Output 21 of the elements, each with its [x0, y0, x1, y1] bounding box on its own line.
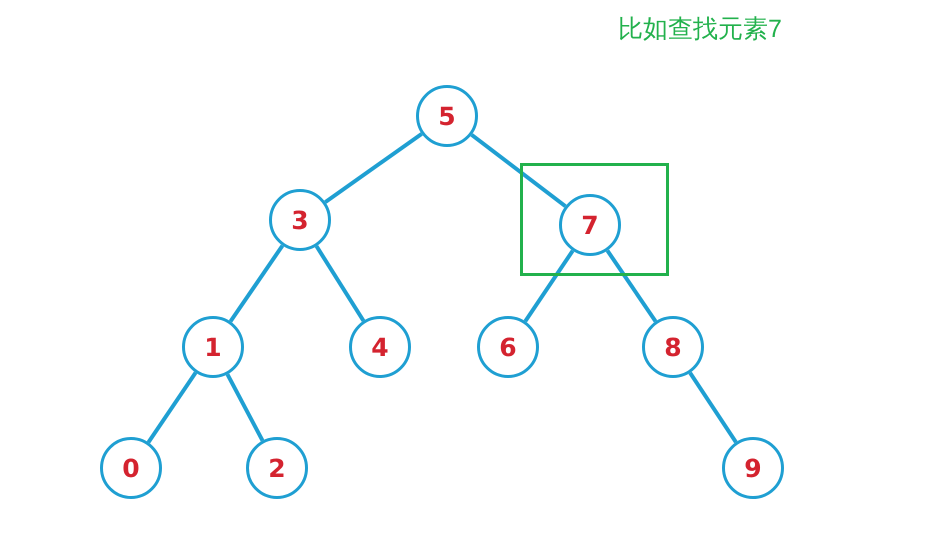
- connector-line: [324, 132, 423, 204]
- node-value: 4: [371, 334, 389, 360]
- connector-line: [524, 250, 574, 322]
- node-value: 2: [268, 456, 286, 480]
- title: 比如查找元素7: [618, 14, 782, 44]
- node-value: 5: [438, 104, 456, 128]
- node-value: 1: [204, 334, 222, 360]
- connector-line: [606, 250, 658, 322]
- connector-line: [470, 133, 567, 208]
- connector-line: [146, 372, 198, 444]
- connector-line: [226, 373, 264, 442]
- node-value: 3: [291, 208, 309, 232]
- highlight-box: [520, 163, 669, 276]
- node-value: 6: [499, 334, 517, 360]
- node-value: 7: [581, 212, 599, 238]
- node-value: 8: [664, 334, 682, 360]
- connector-line: [314, 245, 366, 322]
- node-value: 0: [122, 456, 140, 480]
- node-value: 9: [744, 456, 762, 480]
- connector-line: [228, 244, 284, 323]
- connector-line: [688, 372, 738, 444]
